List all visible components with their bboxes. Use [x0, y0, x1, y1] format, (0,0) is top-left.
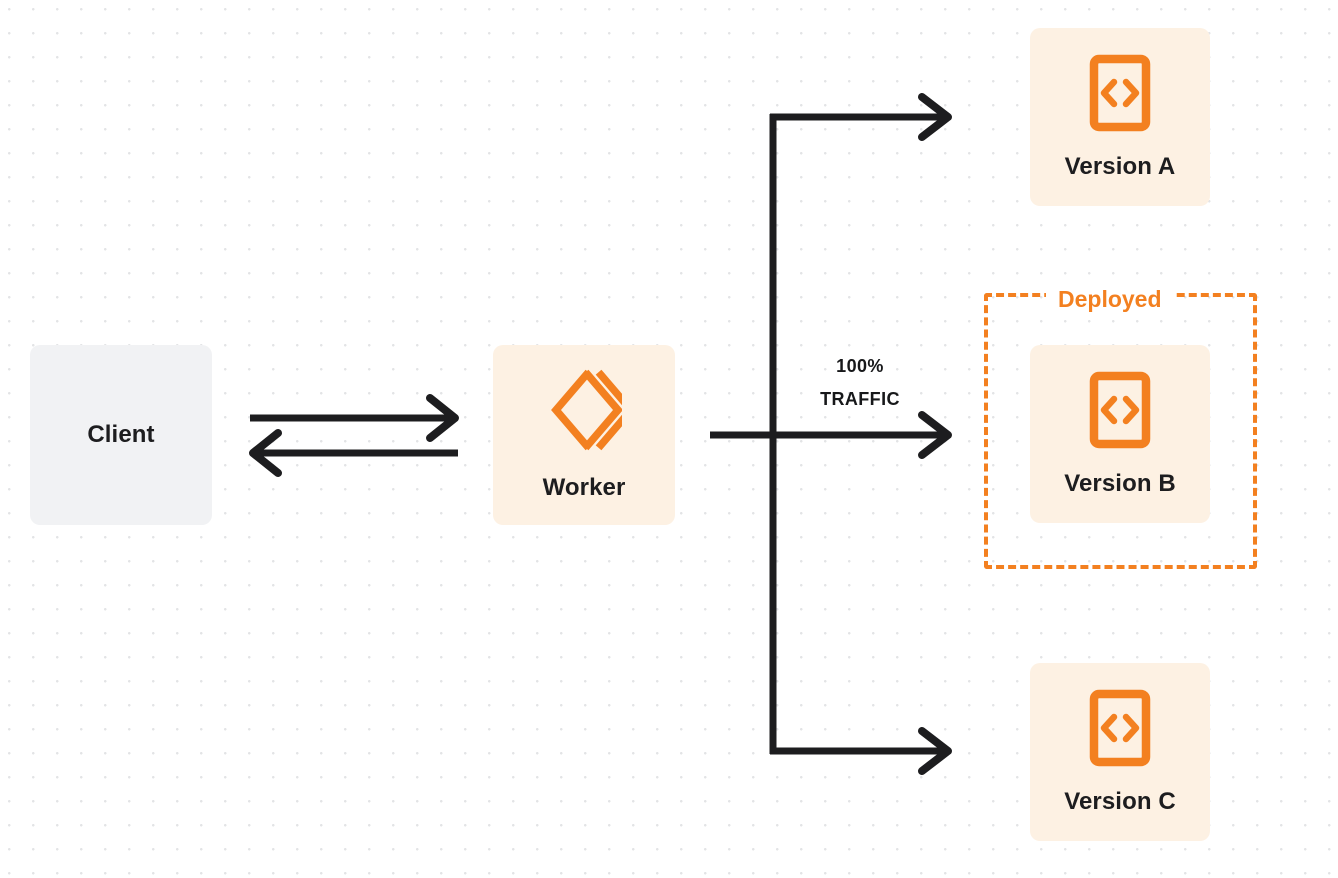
edge-to-version-b	[710, 411, 952, 459]
worker-label: Worker	[542, 473, 626, 501]
traffic-percent: 100%	[836, 356, 884, 376]
code-document-icon	[1089, 371, 1151, 454]
cloudflare-workers-logo-icon	[546, 369, 636, 456]
edge-to-version-a	[770, 93, 952, 141]
edge-worker-to-client	[249, 429, 458, 477]
version-b-label: Version B	[1064, 469, 1176, 497]
node-version-b[interactable]: Version B	[1030, 345, 1210, 523]
node-version-c[interactable]: Version C	[1030, 663, 1210, 841]
edge-client-to-worker	[250, 394, 459, 442]
version-c-label: Version C	[1064, 787, 1176, 815]
deployed-group-label: Deployed	[1046, 285, 1174, 313]
traffic-label: 100% TRAFFIC	[793, 350, 927, 416]
node-version-a[interactable]: Version A	[1030, 28, 1210, 206]
node-client[interactable]: Client	[30, 345, 212, 525]
code-document-icon	[1089, 54, 1151, 137]
version-a-label: Version A	[1064, 152, 1176, 180]
node-worker[interactable]: Worker	[493, 345, 675, 525]
traffic-word: TRAFFIC	[820, 389, 900, 409]
code-document-icon	[1089, 689, 1151, 772]
edge-to-version-c	[770, 727, 952, 775]
client-label: Client	[87, 421, 155, 448]
